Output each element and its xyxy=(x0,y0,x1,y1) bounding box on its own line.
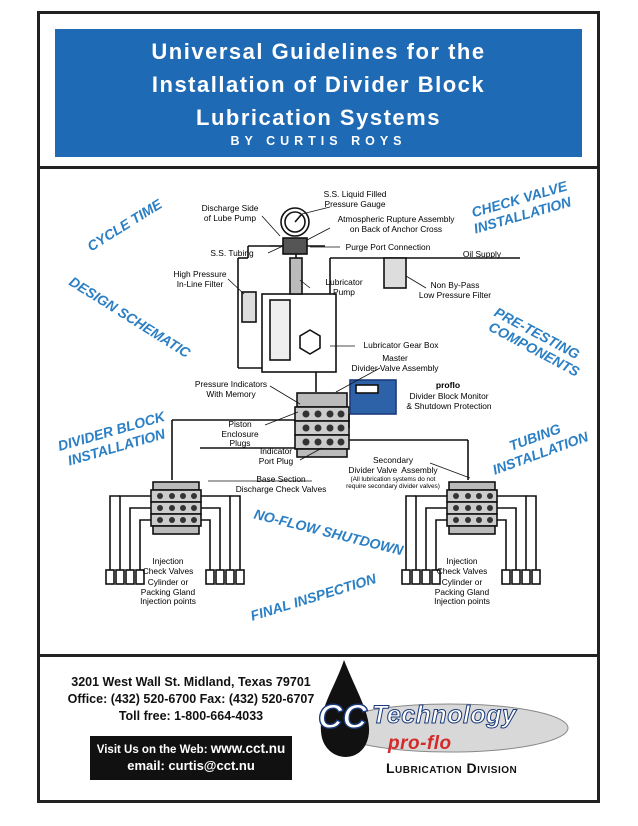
label-oil-supply: Oil Supply xyxy=(462,249,502,259)
label-lubricator-pump: Lubricator Pump xyxy=(325,277,363,297)
label-purge-port: Purge Port Connection xyxy=(345,242,431,252)
logo-proflo: pro-flo xyxy=(388,733,452,754)
title-banner: Universal Guidelines for the Installatio… xyxy=(55,29,582,157)
label-ss-tubing: S.S. Tubing xyxy=(210,248,254,258)
label-atmospheric-rupture: Atmospheric Rupture Assembly on Back of … xyxy=(337,214,455,234)
label-master-divider: Master Divider Valve Assembly xyxy=(351,353,439,373)
web-box: Visit Us on the Web: www.cct.nu email: c… xyxy=(90,736,292,780)
label-high-pressure-filter: High Pressure In-Line Filter xyxy=(173,269,227,289)
label-indicator-plug: Indicator Port Plug xyxy=(258,446,294,466)
label-pressure-indicators: Pressure Indicators With Memory xyxy=(194,379,268,399)
byline: BY CURTIS ROYS xyxy=(230,134,407,148)
label-secondary-note: (All lubrication systems do not require … xyxy=(346,476,440,491)
label-injection-right: Injection Check Valves xyxy=(436,556,488,576)
label-secondary-divider: Secondary Divider Valve Assembly xyxy=(348,455,438,475)
title-line-1: Universal Guidelines for the xyxy=(151,39,486,64)
label-liquid-filled-gauge: S.S. Liquid Filled Pressure Gauge xyxy=(323,189,387,209)
title-line-3: Lubrication Systems xyxy=(196,105,441,130)
logo-cc: CC xyxy=(317,697,368,736)
contact-block: 3201 West Wall St. Midland, Texas 79701 … xyxy=(66,674,316,725)
label-gear-box: Lubricator Gear Box xyxy=(363,340,439,350)
divider-top xyxy=(37,166,600,169)
label-discharge-side: Discharge Side of Lube Pump xyxy=(201,203,259,223)
logo-technology: Technology xyxy=(371,701,517,730)
website-link[interactable]: www.cct.nu xyxy=(210,741,286,756)
title-line-2: Installation of Divider Block xyxy=(151,72,486,97)
toll-free: Toll free: 1-800-664-4033 xyxy=(118,709,264,723)
address: 3201 West Wall St. Midland, Texas 79701 xyxy=(71,675,311,689)
label-proflo: proflo xyxy=(435,380,461,390)
label-base-section: Base Section Discharge Check Valves xyxy=(235,474,327,494)
divider-bottom xyxy=(37,654,600,657)
label-injection-left: Injection Check Valves xyxy=(142,556,194,576)
label-non-bypass-filter: Non By-Pass Low Pressure Filter xyxy=(418,280,492,300)
label-cylinder-right: Cylinder or Packing Gland Injection poin… xyxy=(434,577,490,607)
label-piston-plugs: Piston Enclosure Plugs xyxy=(221,419,259,449)
email-link[interactable]: email: curtis@cct.nu xyxy=(127,758,255,773)
label-cylinder-left: Cylinder or Packing Gland Injection poin… xyxy=(140,577,196,607)
web-prefix: Visit Us on the Web: xyxy=(96,744,211,756)
phone: Office: (432) 520-6700 Fax: (432) 520-67… xyxy=(67,692,315,706)
label-proflo-monitor: Divider Block Monitor & Shutdown Protect… xyxy=(406,391,492,411)
logo-division: Lubrication Division xyxy=(386,760,518,776)
